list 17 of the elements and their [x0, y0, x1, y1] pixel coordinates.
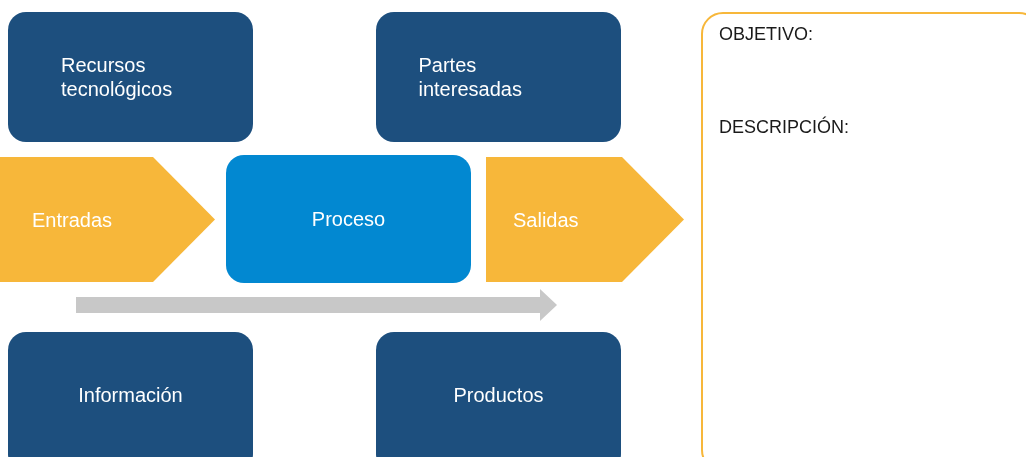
panel-heading: DESCRIPCIÓN:	[719, 117, 851, 138]
box-label: Productos	[453, 383, 544, 407]
chevron-label: Salidas	[513, 207, 579, 232]
process-box	[376, 12, 621, 142]
process-box	[226, 155, 471, 283]
panel-heading: OBJETIVO:	[719, 24, 815, 45]
process-box	[8, 332, 253, 457]
chevron-shape	[0, 157, 215, 282]
box-label: Partes interesadas	[418, 53, 523, 101]
text-panel	[701, 12, 1026, 457]
process-box	[8, 12, 253, 142]
process-box	[376, 332, 621, 457]
chevron-label: Entradas	[32, 207, 113, 232]
box-label: Recursos tecnológicos	[61, 53, 174, 101]
box-label: Proceso	[311, 207, 386, 231]
box-label: Información	[78, 383, 183, 407]
chevron-shape	[486, 157, 684, 282]
